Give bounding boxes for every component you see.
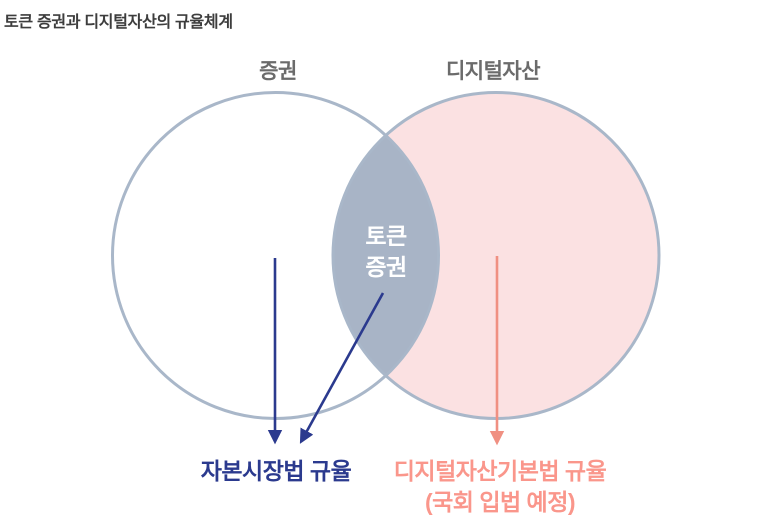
digital-asset-circle-label: 디지털자산 [445, 60, 541, 83]
capital-market-act-label: 자본시장법 규율 [200, 458, 352, 484]
basic-act-label-line2: (국회 입법 예정) [424, 489, 576, 515]
securities-circle-label: 증권 [259, 60, 297, 83]
overlap-region [332, 135, 439, 376]
overlap-label-line2: 증권 [365, 254, 407, 280]
token-securities-to-capital-market-arrow [299, 292, 385, 444]
basic-act-label-line1: 디지털자산기본법 규율 [393, 458, 607, 484]
overlap-label-line1: 토큰 [365, 223, 407, 249]
token-securities-overlap-label: 토큰 증권 [365, 221, 407, 283]
digital-asset-basic-act-label: 디지털자산기본법 규율 (국회 입법 예정) [394, 456, 607, 518]
figure-title: 토큰 증권과 디지털자산의 규율체계 [4, 14, 233, 31]
